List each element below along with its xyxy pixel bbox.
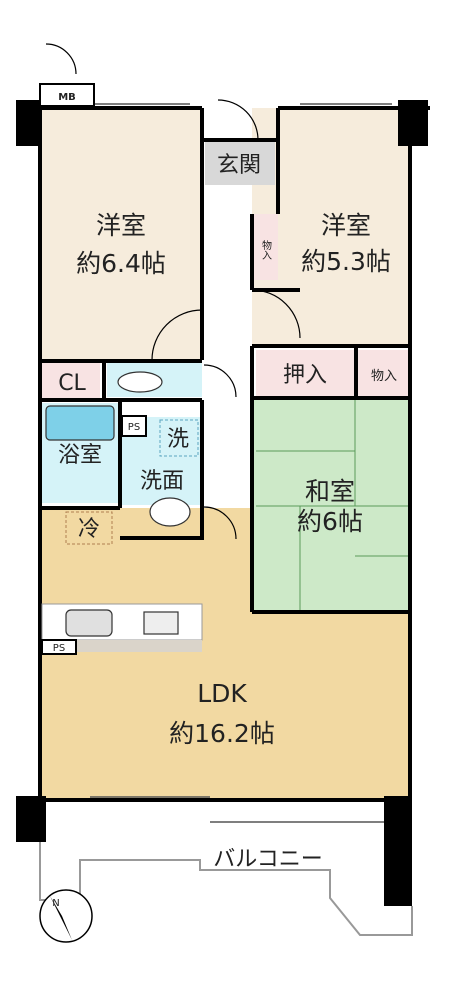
column-top-left xyxy=(16,100,42,146)
ldk-name: LDK xyxy=(197,679,247,708)
ps-bath-box xyxy=(121,415,147,437)
japanese-room-size: 約6帖 xyxy=(297,507,363,536)
stove xyxy=(143,611,179,635)
washer-space xyxy=(159,419,199,457)
storage-right-floor xyxy=(358,350,410,396)
compass: N xyxy=(39,889,93,943)
ldk-size: 約16.2帖 xyxy=(169,719,275,748)
western-room-left-size: 約6.4帖 xyxy=(76,249,166,278)
meter-box-label: MB xyxy=(58,92,76,103)
storage-hall-label: 物入 xyxy=(260,239,272,260)
bathtub xyxy=(45,405,115,441)
closet-label: CL xyxy=(58,371,86,396)
western-room-left-name: 洋室 xyxy=(96,211,146,240)
ps-kitchen-label: PS xyxy=(53,643,65,654)
meter-box xyxy=(39,83,95,107)
windows xyxy=(90,103,392,823)
storage-right-label: 物入 xyxy=(371,369,397,384)
column-bottom-right xyxy=(384,796,412,906)
door-swings xyxy=(45,43,301,540)
compass-needle xyxy=(50,896,72,940)
western-room-right-size: 約5.3帖 xyxy=(301,247,391,276)
fridge-space xyxy=(65,511,113,545)
oshiire-label: 押入 xyxy=(283,363,327,388)
washroom-label: 洗面 xyxy=(140,469,184,494)
entrance-label: 玄関 xyxy=(217,153,261,178)
toilet xyxy=(117,371,163,393)
ps-bath-label: PS xyxy=(128,422,140,433)
japanese-room-name: 和室 xyxy=(305,477,355,506)
bath-label: 浴室 xyxy=(58,443,102,468)
column-bottom-left xyxy=(16,796,46,842)
closet-floor xyxy=(40,363,100,399)
kitchen-counter-back xyxy=(76,640,202,652)
storage-hall-floor xyxy=(252,214,278,280)
washer-label: 洗 xyxy=(167,427,189,452)
walls xyxy=(20,100,430,802)
column-top-right xyxy=(398,100,428,146)
entrance-floor xyxy=(205,140,275,185)
compass-circle xyxy=(39,889,93,943)
tatami-lines xyxy=(256,400,410,610)
balcony-label: バルコニー xyxy=(213,847,323,872)
oshiire-floor xyxy=(256,350,356,396)
ps-kitchen-box xyxy=(41,639,77,655)
kitchen-sink xyxy=(65,609,113,637)
sink-basin xyxy=(149,497,191,527)
fridge-label: 冷 xyxy=(78,517,100,542)
western-room-right-name: 洋室 xyxy=(321,211,371,240)
compass-north-label: N xyxy=(52,898,59,909)
western-room-left-floor xyxy=(40,108,202,361)
